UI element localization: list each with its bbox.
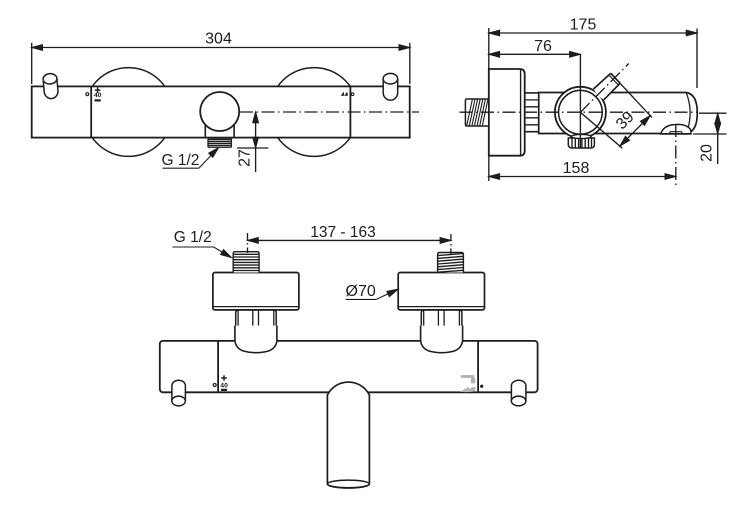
svg-text:Ø70: Ø70 [346,283,376,300]
svg-text:27: 27 [237,149,254,167]
svg-text:158: 158 [563,160,590,177]
svg-text:137 - 163: 137 - 163 [310,224,376,241]
svg-text:G 1/2: G 1/2 [162,152,200,169]
svg-text:40: 40 [94,92,102,99]
svg-text:40: 40 [220,383,228,390]
svg-text:175: 175 [570,17,597,34]
svg-text:304: 304 [205,31,232,48]
svg-text:76: 76 [534,38,552,55]
svg-text:G 1/2: G 1/2 [174,229,212,246]
svg-text:20: 20 [699,144,716,162]
